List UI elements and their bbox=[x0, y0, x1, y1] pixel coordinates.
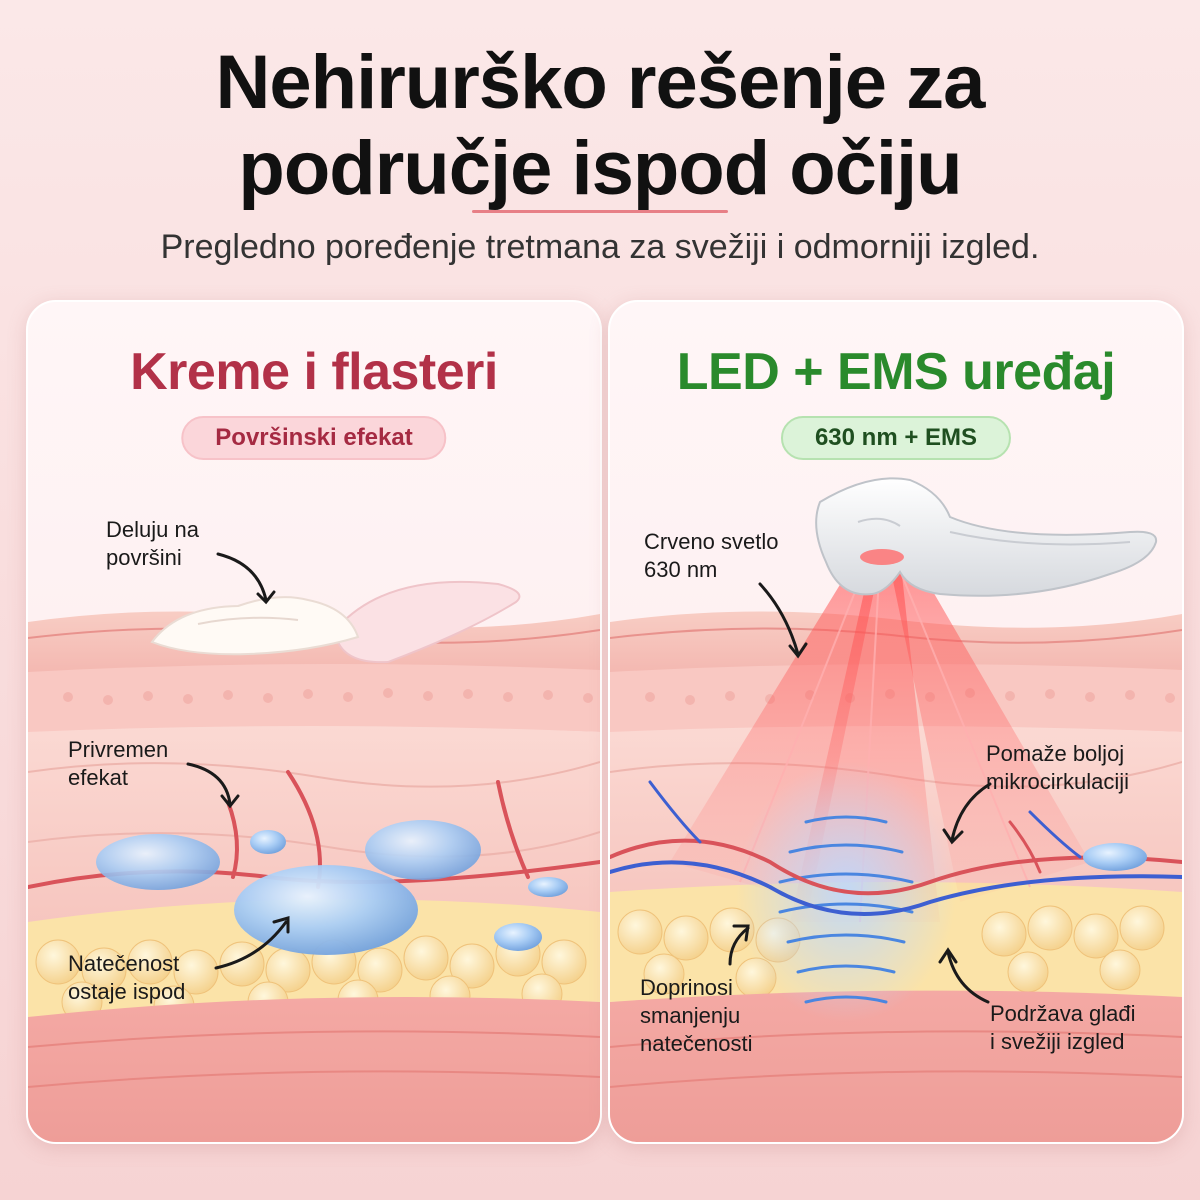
skin-illustration-right bbox=[610, 477, 1182, 1142]
panel-title-right: LED + EMS uređaj bbox=[676, 343, 1116, 401]
label-smoother-look: Podržava glađi i svežiji izgled bbox=[990, 1001, 1136, 1054]
swelling-droplet bbox=[234, 865, 418, 955]
page-title: Nehirurško rešenje za područje ispod oči… bbox=[0, 40, 1200, 212]
label-microcirculation: Pomaže boljoj mikrocirkulaciji bbox=[986, 741, 1130, 794]
texture-dots bbox=[63, 688, 593, 705]
cream-illustration bbox=[150, 596, 360, 656]
muscle-layer bbox=[28, 997, 600, 1142]
label-swelling-remains: Natečenost ostaje ispod bbox=[68, 951, 186, 1004]
badge-surface-effect: Površinski efekat bbox=[181, 416, 447, 460]
fluid-droplets bbox=[96, 820, 568, 955]
panel-creams-patches: Kreme i flasteri Površinski efekat Deluj… bbox=[26, 300, 602, 1144]
label-surface-action: Deluju na površini bbox=[106, 517, 199, 570]
label-reduce-swelling: Doprinosi smanjenju natečenosti bbox=[640, 975, 753, 1056]
textured-layer bbox=[28, 663, 600, 734]
title-line-1: Nehirurško rešenje za bbox=[215, 40, 986, 125]
title-divider bbox=[472, 210, 728, 213]
label-temporary-effect: Privremen efekat bbox=[68, 737, 169, 790]
panel-title-left: Kreme i flasteri bbox=[130, 343, 498, 401]
muscle-layer bbox=[610, 990, 1182, 1142]
blood-vessels bbox=[610, 780, 1182, 916]
badge-wavelength: 630 nm + EMS bbox=[780, 416, 1012, 460]
eye-device-illustration bbox=[815, 477, 1158, 597]
small-fluid-droplet bbox=[1083, 843, 1147, 871]
panel-led-ems-device: LED + EMS uređaj 630 nm + EMS Crveno sve… bbox=[608, 300, 1184, 1144]
title-line-2: područje ispod očiju bbox=[238, 126, 962, 211]
skin-illustration-left bbox=[28, 552, 600, 1142]
label-red-light: Crveno svetlo 630 nm bbox=[644, 529, 779, 582]
fat-cells bbox=[35, 931, 587, 1027]
page-subtitle: Pregledno poređenje tretmana za svežiji … bbox=[160, 228, 1040, 266]
pointer-arrows bbox=[728, 582, 992, 1004]
eye-patch-illustration bbox=[337, 580, 521, 664]
pointer-arrows bbox=[186, 552, 290, 970]
